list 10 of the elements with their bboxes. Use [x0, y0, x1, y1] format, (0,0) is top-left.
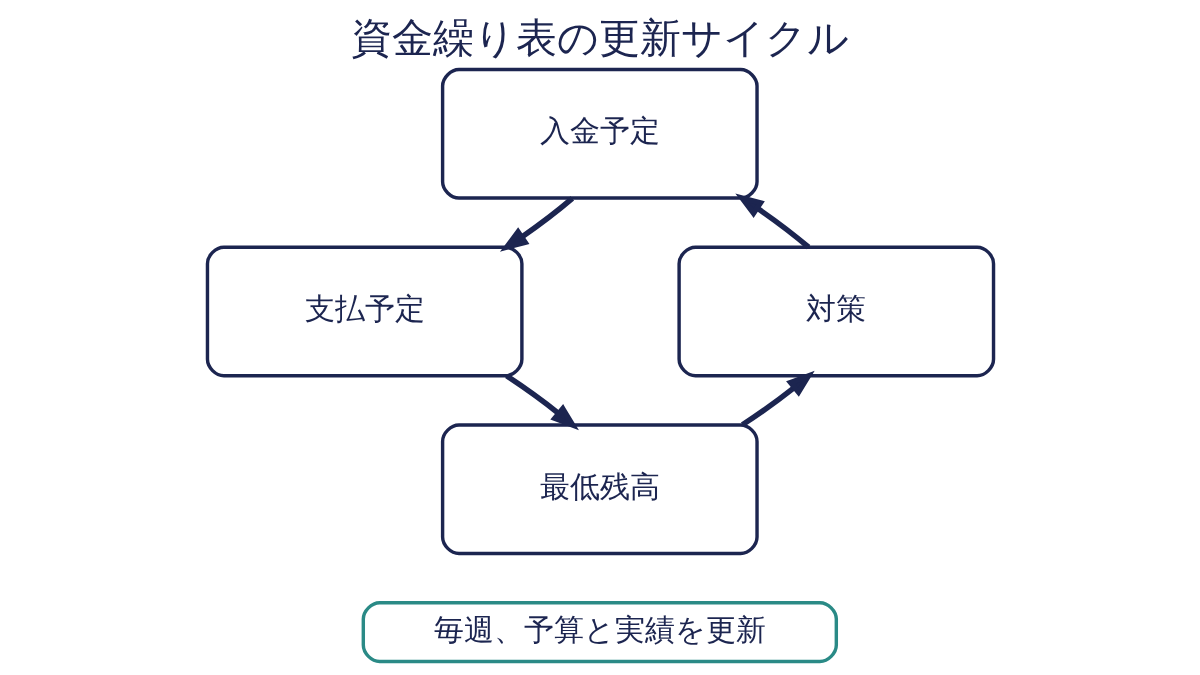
node-box: 入金予定 — [440, 67, 759, 200]
arrow — [740, 370, 815, 428]
node-box: 毎週、予算と実績を更新 — [361, 601, 838, 664]
node-box: 支払予定 — [205, 245, 524, 378]
diagram-title: 資金繰り表の更新サイクル — [351, 13, 849, 62]
arrow — [734, 193, 810, 250]
arrow — [499, 196, 574, 252]
node-box: 対策 — [676, 245, 995, 378]
arrow — [504, 373, 579, 431]
node-box: 最低残高 — [440, 423, 759, 556]
